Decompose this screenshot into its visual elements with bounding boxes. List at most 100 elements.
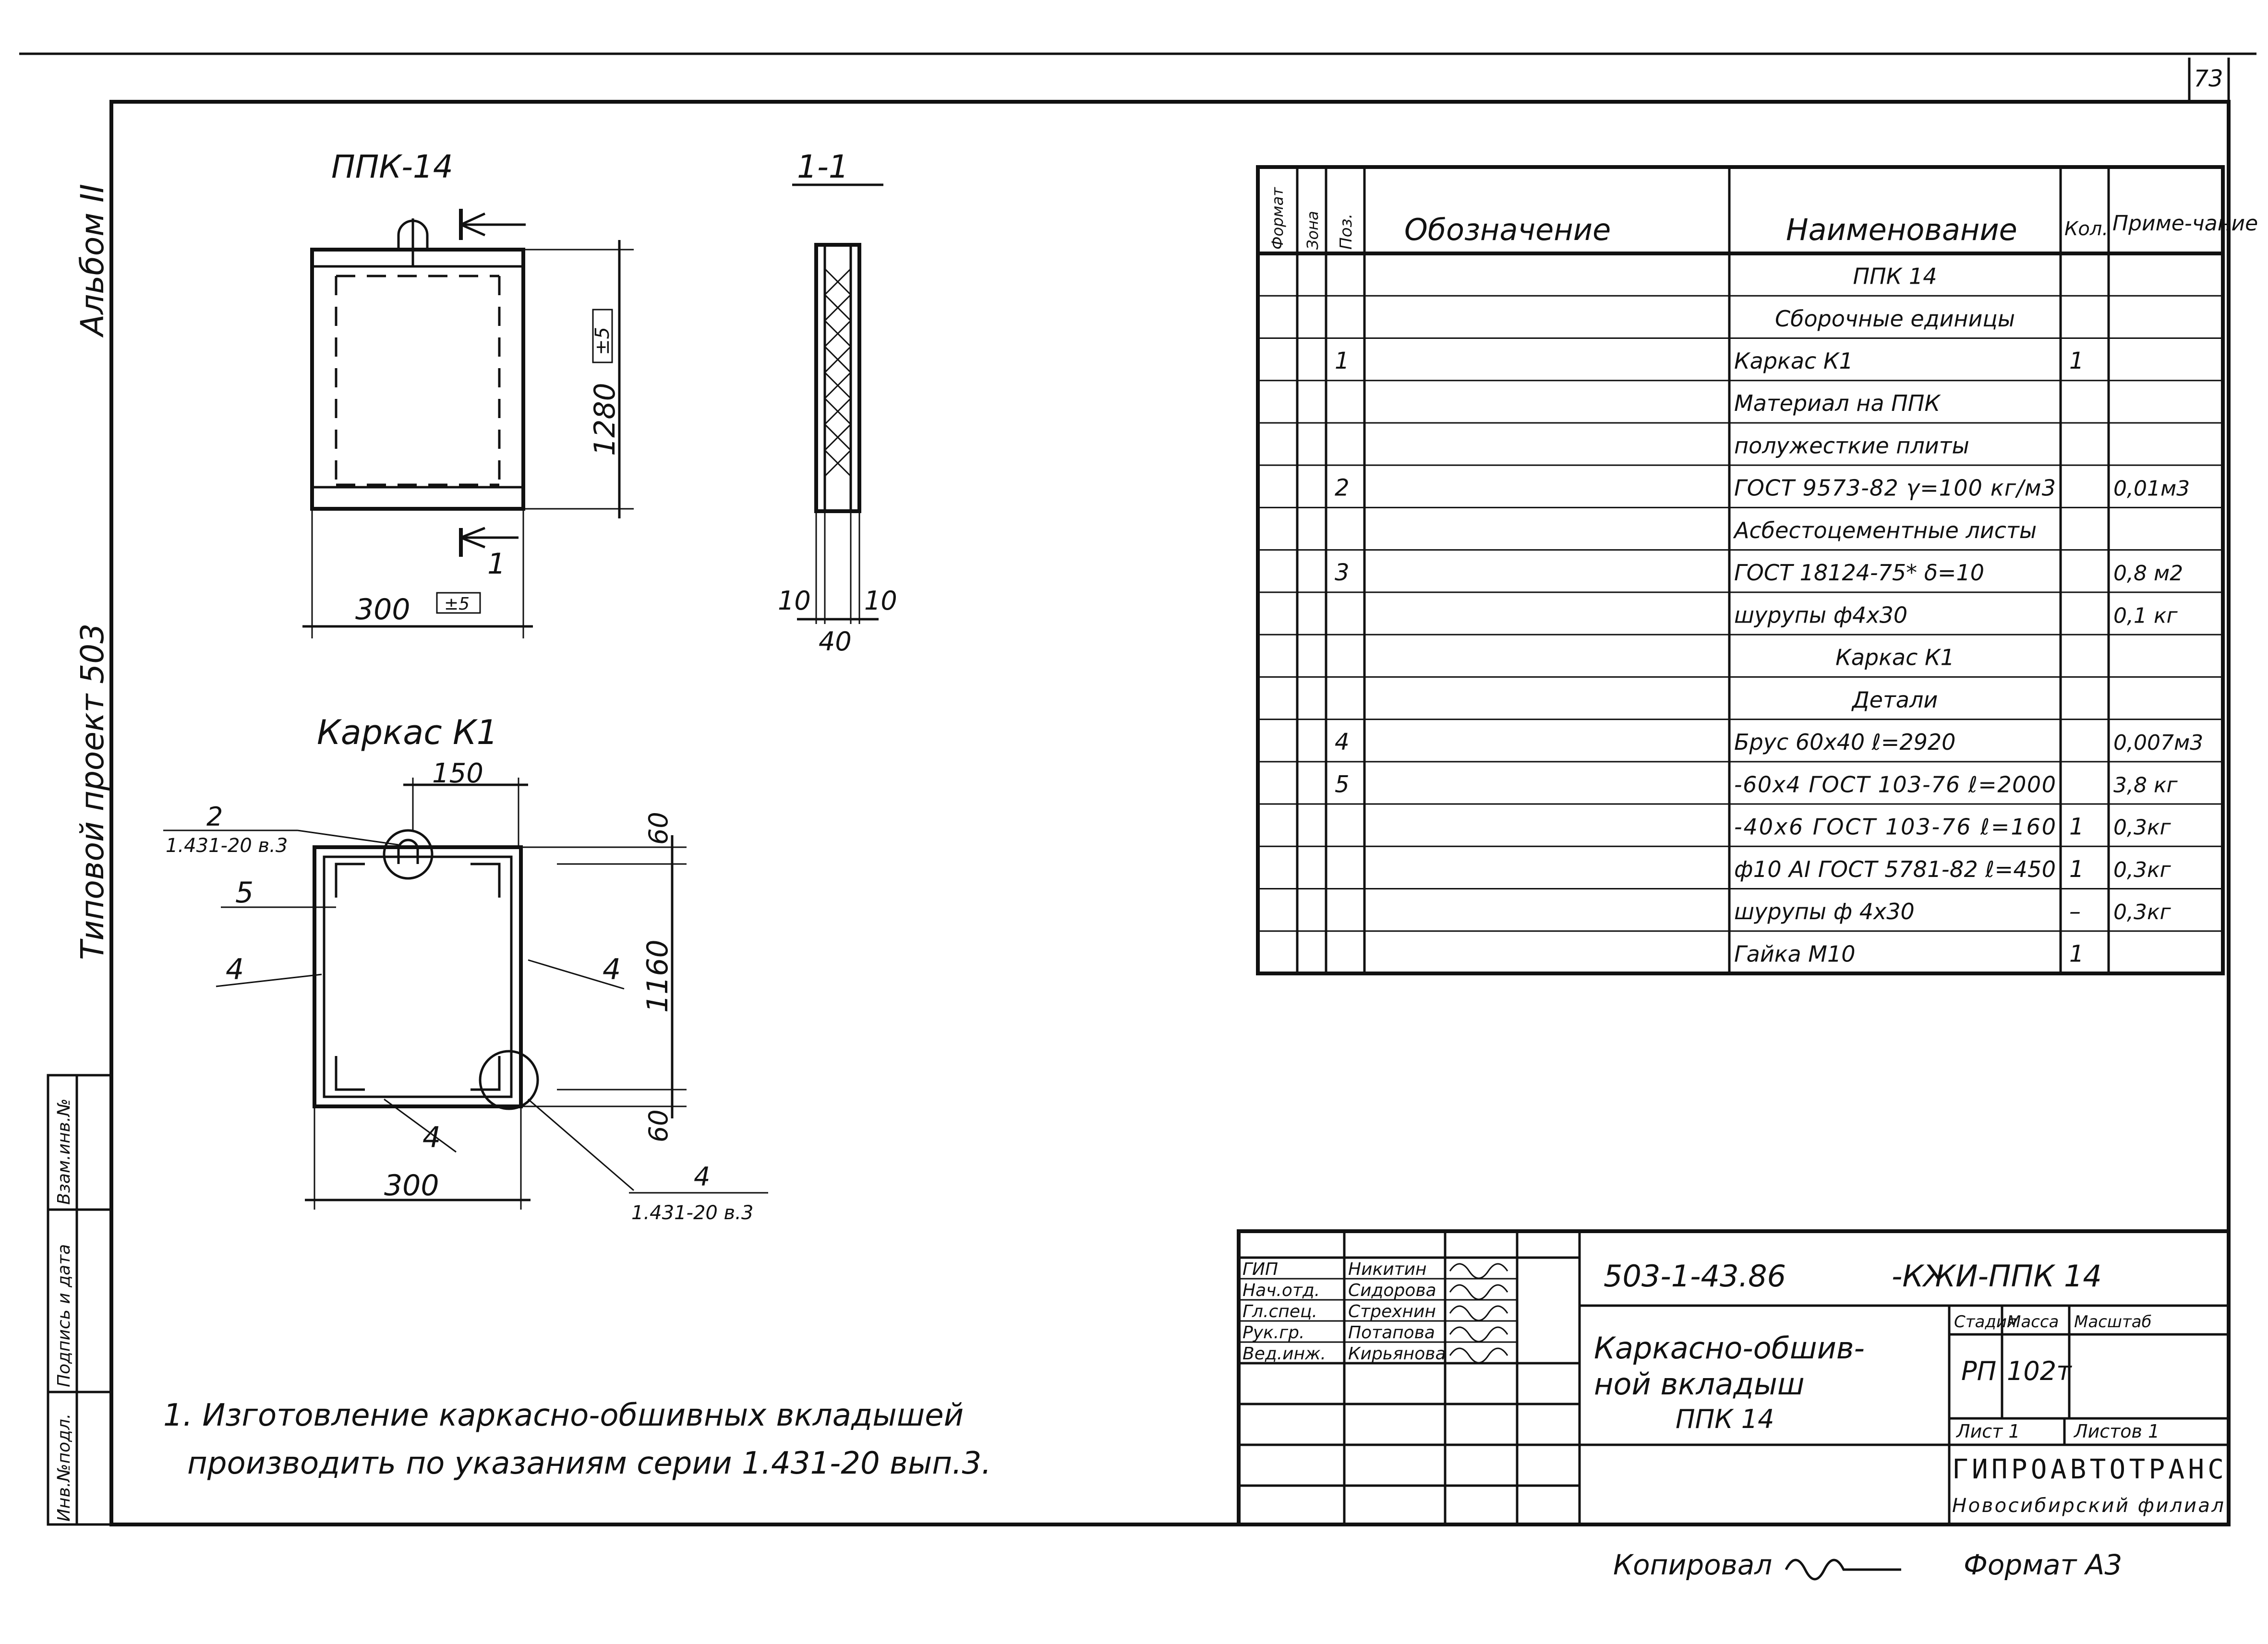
note-line-1: 1. Изготовление каркасно-обшивных вклады…: [163, 1398, 964, 1433]
tb-role: Вед.инж.: [1243, 1344, 1326, 1364]
frame-detail-circle: [479, 1050, 539, 1110]
tb-role: ГИП: [1243, 1260, 1278, 1279]
spec-cell-name: Детали: [1851, 687, 1938, 713]
tb-sheet: Лист 1: [1955, 1421, 2020, 1442]
frame-loop-circle: [383, 829, 434, 880]
hdr-zone: Зона: [1303, 211, 1322, 250]
spec-cell-note: 0,3кг: [2113, 816, 2171, 840]
spec-table: Формат Зона Поз. Обозначение Наименовани…: [1256, 165, 2258, 975]
footer-format: Формат А3: [1964, 1548, 2122, 1581]
tb-doc-title-3: ППК 14: [1676, 1404, 1774, 1434]
callout-top-ref: 1.431-20 в.3: [166, 835, 288, 857]
section-arrow-top-head: [460, 212, 526, 237]
tb-role: Нач.отд.: [1243, 1281, 1320, 1300]
frame-dim-height: 1160: [641, 939, 675, 1013]
spec-cell-name: Сборочные единицы: [1775, 306, 2015, 332]
side-stamp-sign: Подпись и дата: [54, 1244, 74, 1387]
side-stamp-replace: Взам.инв.№: [54, 1098, 74, 1205]
footer-copied: Копировал: [1613, 1548, 1772, 1581]
tb-doc-title-1: Каркасно-обшив-: [1594, 1331, 1865, 1366]
spec-cell-name: ГОСТ 9573-82 γ=100 кг/м3: [1734, 475, 2056, 501]
spec-cell-qty: 1: [2069, 348, 2084, 374]
spec-cell-name: Гайка М10: [1734, 941, 1856, 967]
spec-cell-name: Асбестоцементные листы: [1733, 517, 2037, 543]
spec-cell-note: 0,007м3: [2113, 731, 2203, 755]
spec-cell-note: 3,8 кг: [2113, 773, 2178, 797]
spec-cell-name: шурупы ф4х30: [1734, 602, 1907, 628]
tb-stage: РП: [1961, 1356, 1996, 1386]
spec-cell-note: 0,3кг: [2113, 858, 2171, 882]
frame-inner: [323, 855, 513, 1098]
page-number: 73: [2194, 65, 2223, 92]
spec-cell-name: Каркас К1: [1734, 348, 1853, 374]
frame-corner-plates: [335, 863, 501, 1091]
tol-box-w: [436, 592, 481, 614]
tb-name: Стрехнин: [1348, 1302, 1436, 1321]
pos-5: 5: [235, 876, 253, 910]
spec-cell-name: ППК 14: [1853, 264, 1937, 289]
spec-cell-note: 0,8 м2: [2113, 561, 2183, 586]
spec-cell-name: -60х4 ГОСТ 103-76 ℓ=2000: [1734, 771, 2056, 797]
spec-cell-note: 0,3кг: [2113, 900, 2171, 924]
tb-signature: [1449, 1305, 1508, 1321]
section-outline: [814, 243, 861, 513]
spec-cell-name: полужесткие плиты: [1734, 432, 1969, 458]
pos-4-left-leader: [216, 973, 322, 987]
spec-cell-name: Материал на ППК: [1734, 390, 1941, 416]
panel-view: ППК-14 1 1280 ±5 300 ±5: [302, 148, 634, 638]
frame-loop: [397, 839, 419, 864]
tol-box-h: [592, 309, 613, 363]
spec-cell-pos: 1: [1335, 348, 1350, 374]
spec-cell-name: ГОСТ 18124-75* δ=10: [1734, 560, 1984, 586]
frame-dim-top-right: 60: [643, 812, 674, 845]
note-line-2: производить по указаниям серии 1.431-20 …: [187, 1446, 991, 1481]
callout-top-num: 2: [206, 802, 223, 832]
tb-role: Гл.спец.: [1243, 1302, 1317, 1321]
title-block-frame: [1237, 1229, 2231, 1526]
frame-dim-width: 300: [384, 1169, 439, 1202]
section-arrow-bottom-head: [460, 527, 519, 549]
spec-table-frame: [1256, 165, 2225, 975]
section-dim-right: 10: [864, 586, 897, 616]
frame-dim-top: 150: [432, 758, 483, 789]
spec-cell-qty: 1: [2069, 856, 2084, 883]
spec-cell-qty: –: [2069, 898, 2081, 925]
frame-view: Каркас К1 2 1.431-20 в.3 5 4 4 4 4 1.431…: [163, 713, 768, 1224]
pos-4-bottom: 4: [422, 1121, 441, 1154]
pos-4-right-leader: [528, 959, 625, 990]
spec-cell-note: 0,01м3: [2113, 477, 2190, 501]
tb-code: 503-1-43.86: [1604, 1259, 1786, 1294]
spec-cell-name: ф10 АI ГОСТ 5781-82 ℓ=450: [1734, 856, 2056, 882]
tb-scale-label: Масштаб: [2074, 1312, 2152, 1332]
sheet-frame: [109, 100, 2231, 1526]
tb-signature: [1449, 1284, 1508, 1300]
panel-width-tol: ±5: [444, 594, 470, 614]
spec-cell-qty: 1: [2069, 940, 2084, 967]
section-mark: 1: [487, 547, 506, 581]
tb-role: Рук.гр.: [1243, 1323, 1304, 1343]
frame-dim-bottom-right: 60: [643, 1109, 674, 1142]
tb-doc-title-2: ной вкладыш: [1594, 1367, 1805, 1402]
spec-cell-name: -40х6 ГОСТ 103-76 ℓ=160: [1734, 814, 2056, 840]
tb-name: Никитин: [1348, 1260, 1427, 1279]
panel-width-dim: 300: [355, 593, 410, 626]
section-title: 1-1: [797, 148, 849, 185]
spec-cell-name: Брус 60х40 ℓ=2920: [1734, 729, 1955, 755]
callout-bottom-num: 4: [694, 1162, 710, 1192]
hdr-name: Наименование: [1786, 212, 2017, 247]
pos-4-bottom-leader: [384, 1098, 457, 1153]
spec-cell-pos: 5: [1335, 771, 1350, 798]
section-dim-left: 10: [778, 586, 811, 616]
side-project-label: Типовой проект 503: [74, 624, 111, 960]
tb-signature: [1449, 1347, 1508, 1364]
spec-cell-pos: 4: [1335, 729, 1350, 756]
pos-4-left: 4: [226, 953, 244, 986]
tb-sheets: Листов 1: [2073, 1421, 2159, 1442]
side-album-label: Альбом II: [74, 184, 111, 338]
tb-signature: [1449, 1263, 1508, 1279]
hdr-note: Приме-чание: [2112, 211, 2258, 236]
